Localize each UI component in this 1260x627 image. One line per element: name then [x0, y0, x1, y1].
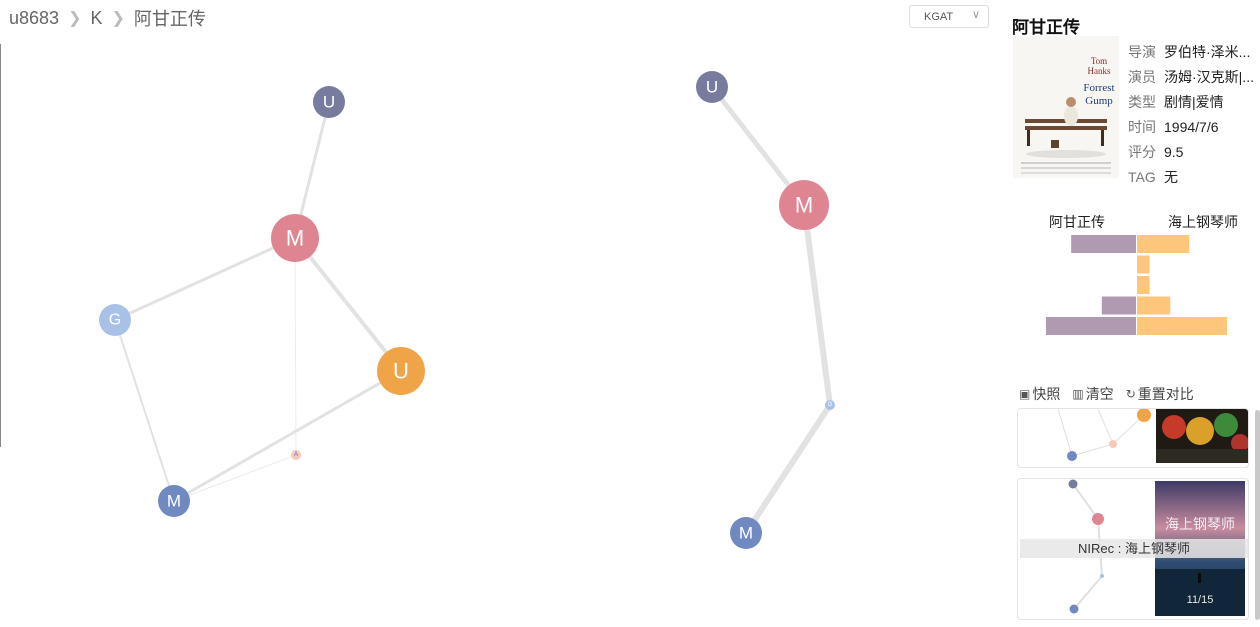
- rating-value: 9.5: [1164, 144, 1184, 160]
- genre-value: 剧情|爱情: [1164, 94, 1224, 110]
- edge: [114, 236, 296, 322]
- svg-text:M: M: [795, 193, 813, 218]
- chevron-right-icon: ❯: [68, 10, 82, 27]
- director-label: 导演: [1128, 44, 1156, 60]
- graph-node-movie[interactable]: M: [271, 214, 319, 262]
- clear-button[interactable]: ▥ 清空: [1072, 384, 1113, 404]
- actors-label: 演员: [1128, 69, 1156, 85]
- graph-left-edges: [114, 101, 403, 503]
- edge: [294, 237, 297, 456]
- svg-text:M: M: [739, 524, 753, 543]
- date-label: 时间: [1128, 119, 1156, 135]
- date-value: 1994/7/6: [1164, 119, 1219, 135]
- comparison-bar-right: [1137, 255, 1150, 274]
- svg-text:Hanks: Hanks: [1088, 66, 1111, 76]
- breadcrumb-movie: 阿甘正传: [133, 9, 206, 29]
- comparison-bar-right: [1137, 276, 1150, 294]
- movie-title: 阿甘正传: [1012, 18, 1080, 37]
- snapshot-card[interactable]: [1017, 408, 1249, 468]
- graph-node-genre[interactable]: G: [99, 304, 131, 336]
- comparison-left-label: 阿甘正传: [1049, 214, 1105, 230]
- reset-compare-label: 重置对比: [1137, 386, 1194, 402]
- graph-node-movie[interactable]: M: [158, 485, 190, 517]
- graph-node-user[interactable]: U: [313, 86, 345, 118]
- svg-text:海上钢琴师: 海上钢琴师: [1165, 517, 1235, 533]
- edge: [114, 319, 175, 502]
- comparison-bar-right: [1137, 235, 1190, 253]
- edge: [173, 454, 297, 502]
- svg-text:M: M: [167, 492, 181, 511]
- comparison-bar-chart: [1046, 235, 1227, 335]
- comparison-bar-right: [1137, 296, 1171, 315]
- tag-label: TAG: [1128, 169, 1156, 185]
- movie-info: 导演罗伯特·泽米... 演员汤姆·汉克斯|... 类型剧情|爱情 时间 1994/…: [1128, 40, 1254, 190]
- panel-scrollbar[interactable]: [1255, 410, 1260, 620]
- rating-label: 评分: [1128, 144, 1156, 160]
- svg-text:U: U: [706, 78, 718, 97]
- model-select[interactable]: KGAT ∨: [909, 5, 989, 28]
- svg-text:Forrest: Forrest: [1083, 82, 1114, 94]
- reset-compare-button[interactable]: ↻ 重置对比: [1126, 384, 1194, 404]
- movie-poster[interactable]: Tom Hanks Forrest Gump: [1013, 36, 1119, 178]
- graph-node-actor[interactable]: A: [291, 450, 301, 460]
- svg-text:G: G: [109, 312, 121, 329]
- svg-text:A: A: [294, 452, 298, 458]
- svg-text:11/15: 11/15: [1187, 594, 1214, 606]
- comparison-bar-left: [1046, 317, 1136, 335]
- svg-text:Tom: Tom: [1091, 56, 1107, 66]
- graph-node-movie[interactable]: M: [779, 180, 829, 230]
- comparison-bar-left: [1071, 235, 1136, 253]
- edge: [173, 369, 402, 503]
- svg-text:Gump: Gump: [1085, 95, 1113, 107]
- model-select-value: KGAT: [924, 11, 954, 23]
- comparison-right-label: 海上钢琴师: [1168, 214, 1238, 230]
- edge: [743, 403, 833, 535]
- actors-value: 汤姆·汉克斯|...: [1164, 69, 1254, 85]
- director-value: 罗伯特·泽米...: [1164, 44, 1251, 60]
- comparison-bar-right: [1137, 317, 1227, 335]
- edge: [801, 204, 833, 406]
- graph-node-movie[interactable]: M: [730, 517, 762, 549]
- breadcrumb-level[interactable]: K: [90, 7, 103, 28]
- breadcrumb-user[interactable]: u8683: [9, 7, 60, 28]
- snapshot-poster-thumbnail: [1156, 409, 1248, 463]
- forrest-gump-poster: Tom Hanks Forrest Gump: [1013, 36, 1119, 178]
- genre-label: 类型: [1128, 94, 1156, 110]
- chevron-right-icon: ❯: [111, 10, 125, 27]
- trash-icon: ▥: [1072, 387, 1084, 401]
- snapshot-graph-thumbnail: [1057, 409, 1151, 461]
- recommendation-card[interactable]: 海上钢琴师 11/15 NIRec : 海上钢琴师: [1017, 478, 1249, 620]
- graph-node-user[interactable]: U: [696, 71, 728, 103]
- recommendation-label: NIRec : 海上钢琴师: [1020, 539, 1248, 558]
- svg-text:U: U: [323, 93, 335, 112]
- graph-right-edges: [710, 85, 833, 535]
- svg-text:G: G: [828, 402, 833, 408]
- snapshot-button[interactable]: ▣ 快照: [1019, 384, 1060, 404]
- breadcrumb: u8683 ❯ K ❯ 阿甘正传: [9, 5, 206, 31]
- knowledge-graph[interactable]: U M G U A M U M G M: [0, 0, 1000, 627]
- chevron-down-icon: ∨: [971, 9, 980, 21]
- divider: [0, 44, 1, 447]
- graph-node-genre[interactable]: G: [825, 400, 835, 410]
- action-bar: ▣ 快照 ▥ 清空 ↻ 重置对比: [1019, 384, 1206, 404]
- svg-text:U: U: [393, 359, 409, 384]
- graph-node-user[interactable]: U: [377, 347, 425, 395]
- refresh-icon: ↻: [1125, 387, 1136, 401]
- snapshot-label: 快照: [1032, 386, 1061, 402]
- comparison-bar-left: [1101, 296, 1136, 315]
- tag-value: 无: [1164, 169, 1178, 185]
- edge: [293, 236, 403, 373]
- movie-detail-panel: 阿甘正传 Tom Hanks Forrest Gump 导演罗伯特·泽米... …: [1005, 0, 1260, 627]
- camera-icon: ▣: [1019, 387, 1031, 401]
- clear-label: 清空: [1085, 386, 1114, 402]
- svg-text:M: M: [286, 226, 304, 251]
